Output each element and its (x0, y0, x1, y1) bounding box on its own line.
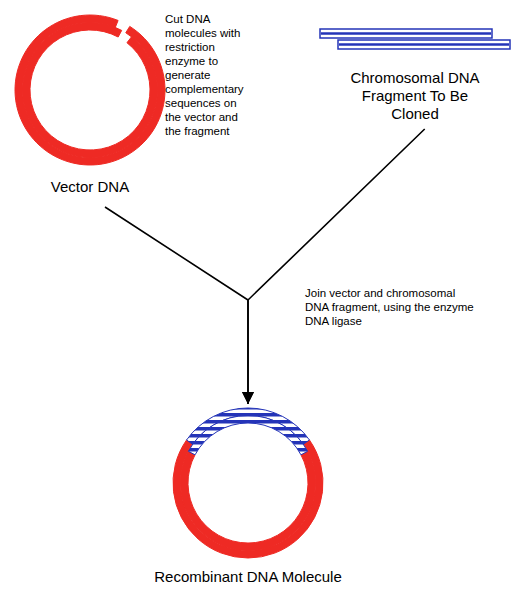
vector-strand-outer (15, 15, 165, 165)
dna-molecule: Chromosomal DNA Fragment To Be Cloned (318, 27, 512, 129)
dna-shape (170, 405, 326, 561)
molecule-name: Vector DNA (15, 178, 165, 196)
dna-strand-fill (339, 43, 509, 46)
vector-strand-outer (173, 440, 323, 558)
step-note: Cut DNA molecules with restriction enzym… (165, 12, 251, 138)
dna-shape (15, 15, 165, 165)
process-arrow (248, 129, 425, 404)
dna-strand (320, 29, 492, 38)
step-note: Join vector and chromosomal DNA fragment… (305, 286, 475, 328)
dna-strand-fill (321, 32, 491, 35)
insert-strand-inner (188, 416, 307, 455)
dna-molecule: Recombinant DNA Molecule (170, 405, 326, 595)
dna-shape (318, 27, 512, 51)
vector-strand-inner (23, 23, 158, 158)
process-arrow (105, 207, 248, 404)
dna-strand (338, 40, 510, 49)
dna-molecule: Vector DNA (15, 15, 165, 207)
molecule-name: Chromosomal DNA Fragment To Be Cloned (347, 69, 483, 123)
vector-strand-inner (181, 451, 316, 550)
molecule-name: Recombinant DNA Molecule (128, 568, 368, 586)
